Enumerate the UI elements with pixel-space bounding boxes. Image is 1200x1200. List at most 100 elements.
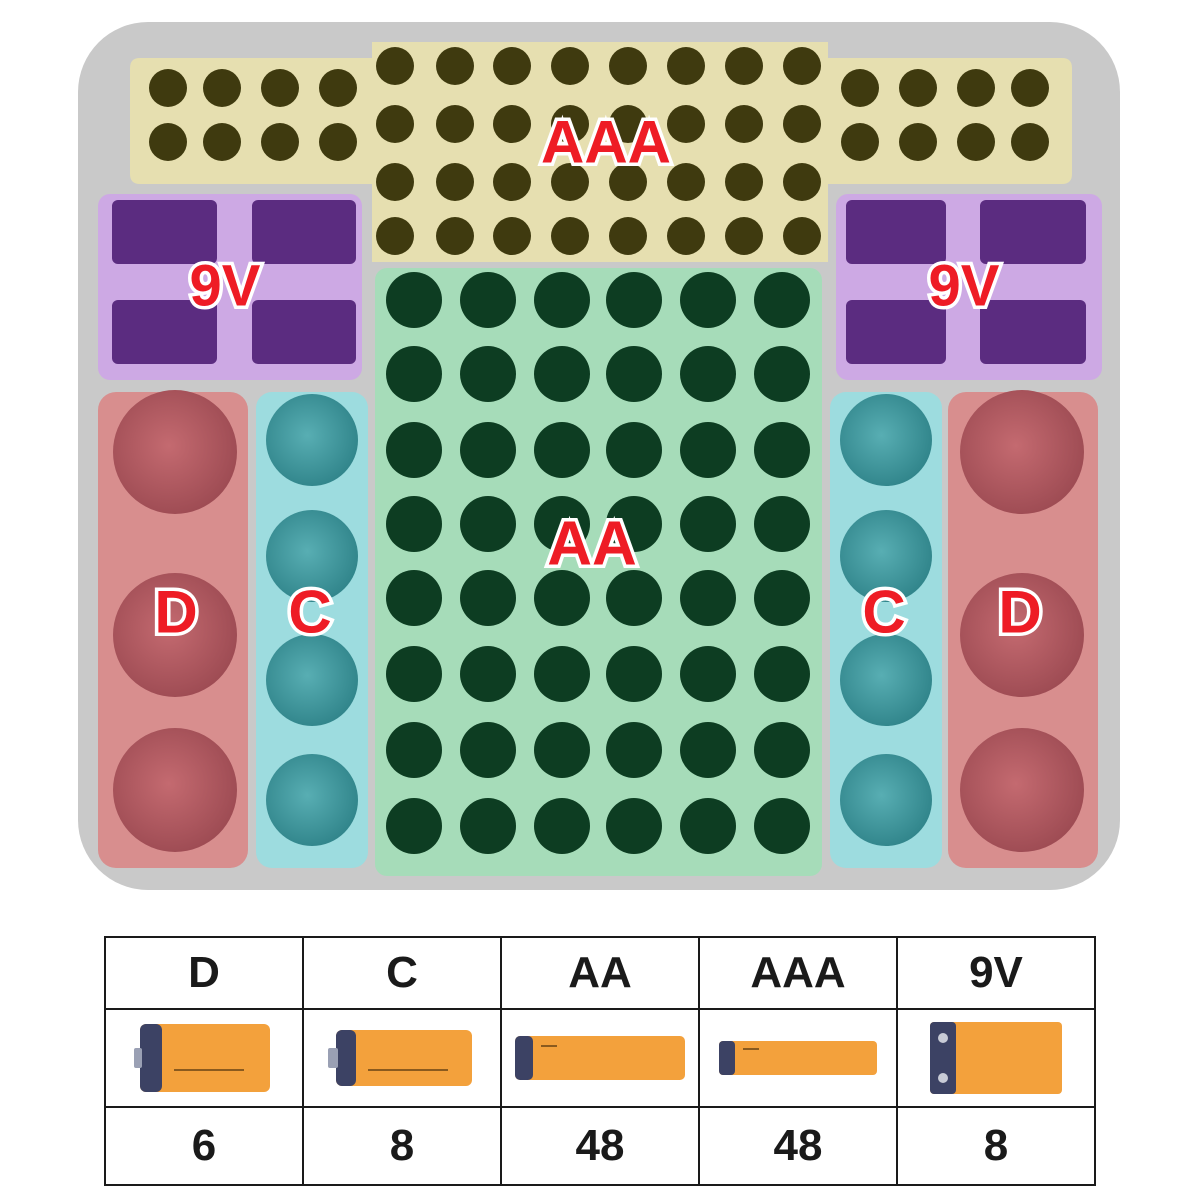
table-battery-row <box>104 1008 1096 1108</box>
aa-hole <box>606 646 662 702</box>
aa-hole <box>386 272 442 328</box>
aaa-zone <box>130 42 1072 262</box>
aa-hole <box>680 722 736 778</box>
aa-hole <box>754 722 810 778</box>
col-header-d: D <box>104 936 304 1010</box>
aaa-hole <box>203 123 241 161</box>
aa-hole <box>606 346 662 402</box>
aa-hole <box>386 798 442 854</box>
aaa-hole <box>899 123 937 161</box>
aaa-battery-icon <box>719 1041 877 1075</box>
aaa-hole <box>609 47 647 85</box>
col-header-9v: 9V <box>896 936 1096 1010</box>
aa-hole <box>680 646 736 702</box>
aaa-hole <box>609 105 647 143</box>
c-cups-left <box>266 394 358 846</box>
aaa-hole <box>551 163 589 201</box>
c-cups-right <box>840 394 932 846</box>
aaa-hole <box>957 69 995 107</box>
aaa-hole <box>725 105 763 143</box>
aa-hole <box>606 422 662 478</box>
battery-cell-9v <box>896 1008 1096 1108</box>
battery-cell-aa <box>500 1008 700 1108</box>
aaa-hole <box>841 123 879 161</box>
count-aaa: 48 <box>698 1106 898 1186</box>
aaa-hole <box>376 105 414 143</box>
table-count-row: 6 8 48 48 8 <box>104 1106 1096 1186</box>
aaa-holes <box>149 47 1049 255</box>
c-zone-left <box>256 392 368 868</box>
c-zone-right <box>830 392 942 868</box>
aa-hole <box>534 646 590 702</box>
aaa-hole <box>376 47 414 85</box>
aa-hole <box>606 496 662 552</box>
aaa-hole <box>667 105 705 143</box>
aaa-hole <box>609 163 647 201</box>
aaa-hole <box>783 105 821 143</box>
aa-hole <box>754 570 810 626</box>
aa-hole <box>606 798 662 854</box>
aa-hole <box>534 346 590 402</box>
aa-hole <box>754 798 810 854</box>
aaa-hole <box>493 47 531 85</box>
battery-cell-c <box>302 1008 502 1108</box>
aaa-hole <box>436 47 474 85</box>
aaa-hole <box>551 47 589 85</box>
nine-v-cells-left <box>112 200 356 364</box>
aa-hole <box>680 422 736 478</box>
aa-hole <box>606 272 662 328</box>
aaa-hole <box>725 217 763 255</box>
aaa-hole <box>261 69 299 107</box>
col-header-aa: AA <box>500 936 700 1010</box>
aa-hole <box>386 646 442 702</box>
aa-hole <box>534 570 590 626</box>
nine-v-label-left: 9V <box>190 254 261 319</box>
aa-hole <box>460 346 516 402</box>
aaa-hole <box>436 163 474 201</box>
aaa-hole <box>149 69 187 107</box>
c-battery-icon <box>328 1030 472 1086</box>
nine-v-cells-right <box>846 200 1086 364</box>
aa-hole <box>460 496 516 552</box>
col-header-aaa: AAA <box>698 936 898 1010</box>
aa-hole <box>534 722 590 778</box>
aa-hole <box>680 272 736 328</box>
d-battery-icon <box>134 1024 270 1092</box>
aa-hole <box>680 570 736 626</box>
aaa-hole <box>551 105 589 143</box>
aa-battery-icon <box>515 1036 685 1080</box>
aa-hole <box>386 570 442 626</box>
aa-hole <box>386 422 442 478</box>
aa-hole <box>754 496 810 552</box>
aa-hole <box>534 422 590 478</box>
battery-organizer-tray: AAA AA 9V 9V D C C D <box>78 22 1120 890</box>
aaa-hole <box>667 217 705 255</box>
aa-holes <box>386 272 810 854</box>
aa-hole <box>754 646 810 702</box>
count-c: 8 <box>302 1106 502 1186</box>
battery-cell-d <box>104 1008 304 1108</box>
aa-hole <box>386 346 442 402</box>
aaa-hole <box>841 69 879 107</box>
aaa-hole <box>725 47 763 85</box>
aa-hole <box>460 570 516 626</box>
aaa-hole <box>376 217 414 255</box>
count-aa: 48 <box>500 1106 700 1186</box>
aaa-hole <box>436 217 474 255</box>
c-label-right: C <box>862 579 905 646</box>
nine-v-battery-icon <box>930 1022 1062 1094</box>
aaa-hole <box>667 163 705 201</box>
d-cups-right <box>960 390 1084 852</box>
aa-hole <box>460 272 516 328</box>
d-label-left: D <box>154 579 197 646</box>
aa-hole <box>680 496 736 552</box>
aa-hole <box>606 570 662 626</box>
col-header-c: C <box>302 936 502 1010</box>
d-cups-left <box>113 390 237 852</box>
c-label-left: C <box>288 579 331 646</box>
aaa-hole <box>957 123 995 161</box>
aa-zone-label: AA <box>547 510 637 579</box>
aa-hole <box>534 496 590 552</box>
aaa-hole <box>551 217 589 255</box>
aa-hole <box>460 422 516 478</box>
